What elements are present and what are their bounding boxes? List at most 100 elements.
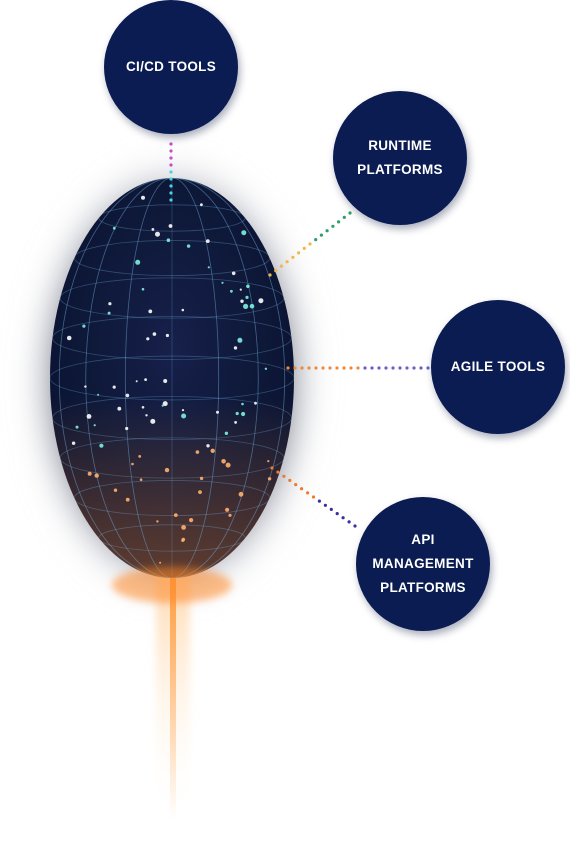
mesh-node (195, 450, 200, 454)
mesh-meridian (85, 178, 259, 578)
mesh-node (246, 284, 250, 289)
mesh-node (145, 414, 148, 417)
mesh-ring (59, 277, 285, 319)
mesh-node (221, 459, 226, 464)
mesh-node (258, 298, 264, 304)
mesh-globe-icon (50, 178, 294, 603)
mesh-node (148, 309, 153, 314)
mesh-node (233, 346, 238, 350)
mesh-node (151, 228, 155, 231)
mesh-node (112, 385, 116, 389)
connector-runtime (268, 211, 352, 277)
node-cicd-label: CI/CD TOOLS (125, 59, 217, 74)
mesh-node (108, 302, 112, 306)
mesh-node (131, 462, 134, 466)
mesh-node (93, 424, 96, 427)
mesh-node (159, 561, 162, 564)
mesh-node (75, 425, 79, 429)
mesh-node (163, 379, 168, 383)
mesh-node (238, 491, 244, 497)
mesh-node (241, 230, 247, 236)
mesh-node (141, 406, 145, 409)
mesh-node (235, 411, 239, 416)
mesh-node (216, 410, 219, 414)
mesh-node (166, 238, 171, 242)
node-agile-tools: AGILE TOOLS (431, 300, 565, 434)
mesh-ring (50, 355, 294, 401)
mesh-meridian (58, 178, 286, 578)
mesh-node (152, 332, 157, 336)
mesh-node (200, 203, 203, 207)
mesh-node (144, 378, 148, 381)
mesh-node (86, 414, 92, 419)
connector-api (270, 466, 357, 528)
node-cicd-tools: CI/CD TOOLS (104, 0, 238, 134)
mesh-meridian (85, 178, 259, 578)
three-bar-logo-icon (115, 334, 232, 452)
mesh-node (141, 287, 145, 291)
mesh-node (186, 244, 191, 248)
mesh-node (82, 324, 86, 328)
mesh-node (107, 311, 111, 315)
mesh-node (162, 401, 168, 407)
node-runtime-platforms: RUNTIME PLATFORMS (333, 91, 467, 225)
mesh-node (112, 226, 116, 230)
mesh-node (135, 380, 138, 383)
mesh-ring (98, 204, 246, 232)
mesh-node (254, 401, 257, 405)
mesh-node (206, 444, 210, 448)
mesh-node (141, 195, 145, 200)
mesh-node (241, 411, 246, 417)
mesh-node (71, 441, 76, 445)
mesh-node (181, 308, 185, 312)
mesh-node (264, 367, 268, 370)
mesh-node (239, 288, 242, 291)
mesh-node (228, 513, 232, 517)
node-agile-label: AGILE TOOLS (450, 359, 546, 374)
mesh-node (225, 462, 231, 468)
mesh-node (240, 299, 244, 303)
mesh-node (135, 259, 141, 265)
mesh-node (241, 402, 244, 406)
mesh-node (181, 525, 187, 530)
mesh-node (146, 337, 150, 341)
mesh-node (221, 281, 224, 284)
mesh-node (173, 513, 178, 517)
mesh-node (198, 490, 202, 494)
mesh-node (139, 478, 143, 482)
node-runtime-label: RUNTIME PLATFORMS (357, 138, 443, 177)
mesh-node (234, 421, 238, 424)
mesh-node (99, 443, 104, 448)
mesh-node (267, 477, 272, 481)
mesh-node (168, 224, 173, 228)
mesh-node (230, 289, 233, 293)
mesh-meridian (58, 178, 286, 578)
mesh-node (156, 520, 159, 523)
light-beam (170, 560, 176, 820)
mesh-node (164, 467, 170, 473)
mesh-node (155, 231, 160, 237)
mesh-node (207, 266, 210, 269)
mesh-node (225, 507, 230, 512)
mesh-node (181, 409, 185, 412)
mesh-node (138, 455, 142, 458)
mesh-node (243, 303, 249, 309)
connector-agile (286, 366, 430, 370)
mesh-ring (98, 524, 246, 552)
mesh-node (231, 271, 236, 276)
node-api-management-platforms: API MANAGEMENT PLATFORMS (356, 497, 490, 631)
mesh-node (199, 476, 204, 481)
mesh-node (94, 473, 99, 478)
connector-cicd (169, 142, 173, 202)
mesh-node (113, 488, 118, 492)
mesh-node (189, 518, 194, 523)
mesh-node (66, 335, 72, 341)
mesh-node (237, 337, 243, 343)
mesh-node (87, 471, 92, 476)
mesh-node (267, 460, 270, 463)
mesh-node (125, 497, 130, 502)
mesh-node (205, 239, 210, 244)
mesh-node (210, 448, 215, 453)
mesh-node (84, 385, 87, 388)
